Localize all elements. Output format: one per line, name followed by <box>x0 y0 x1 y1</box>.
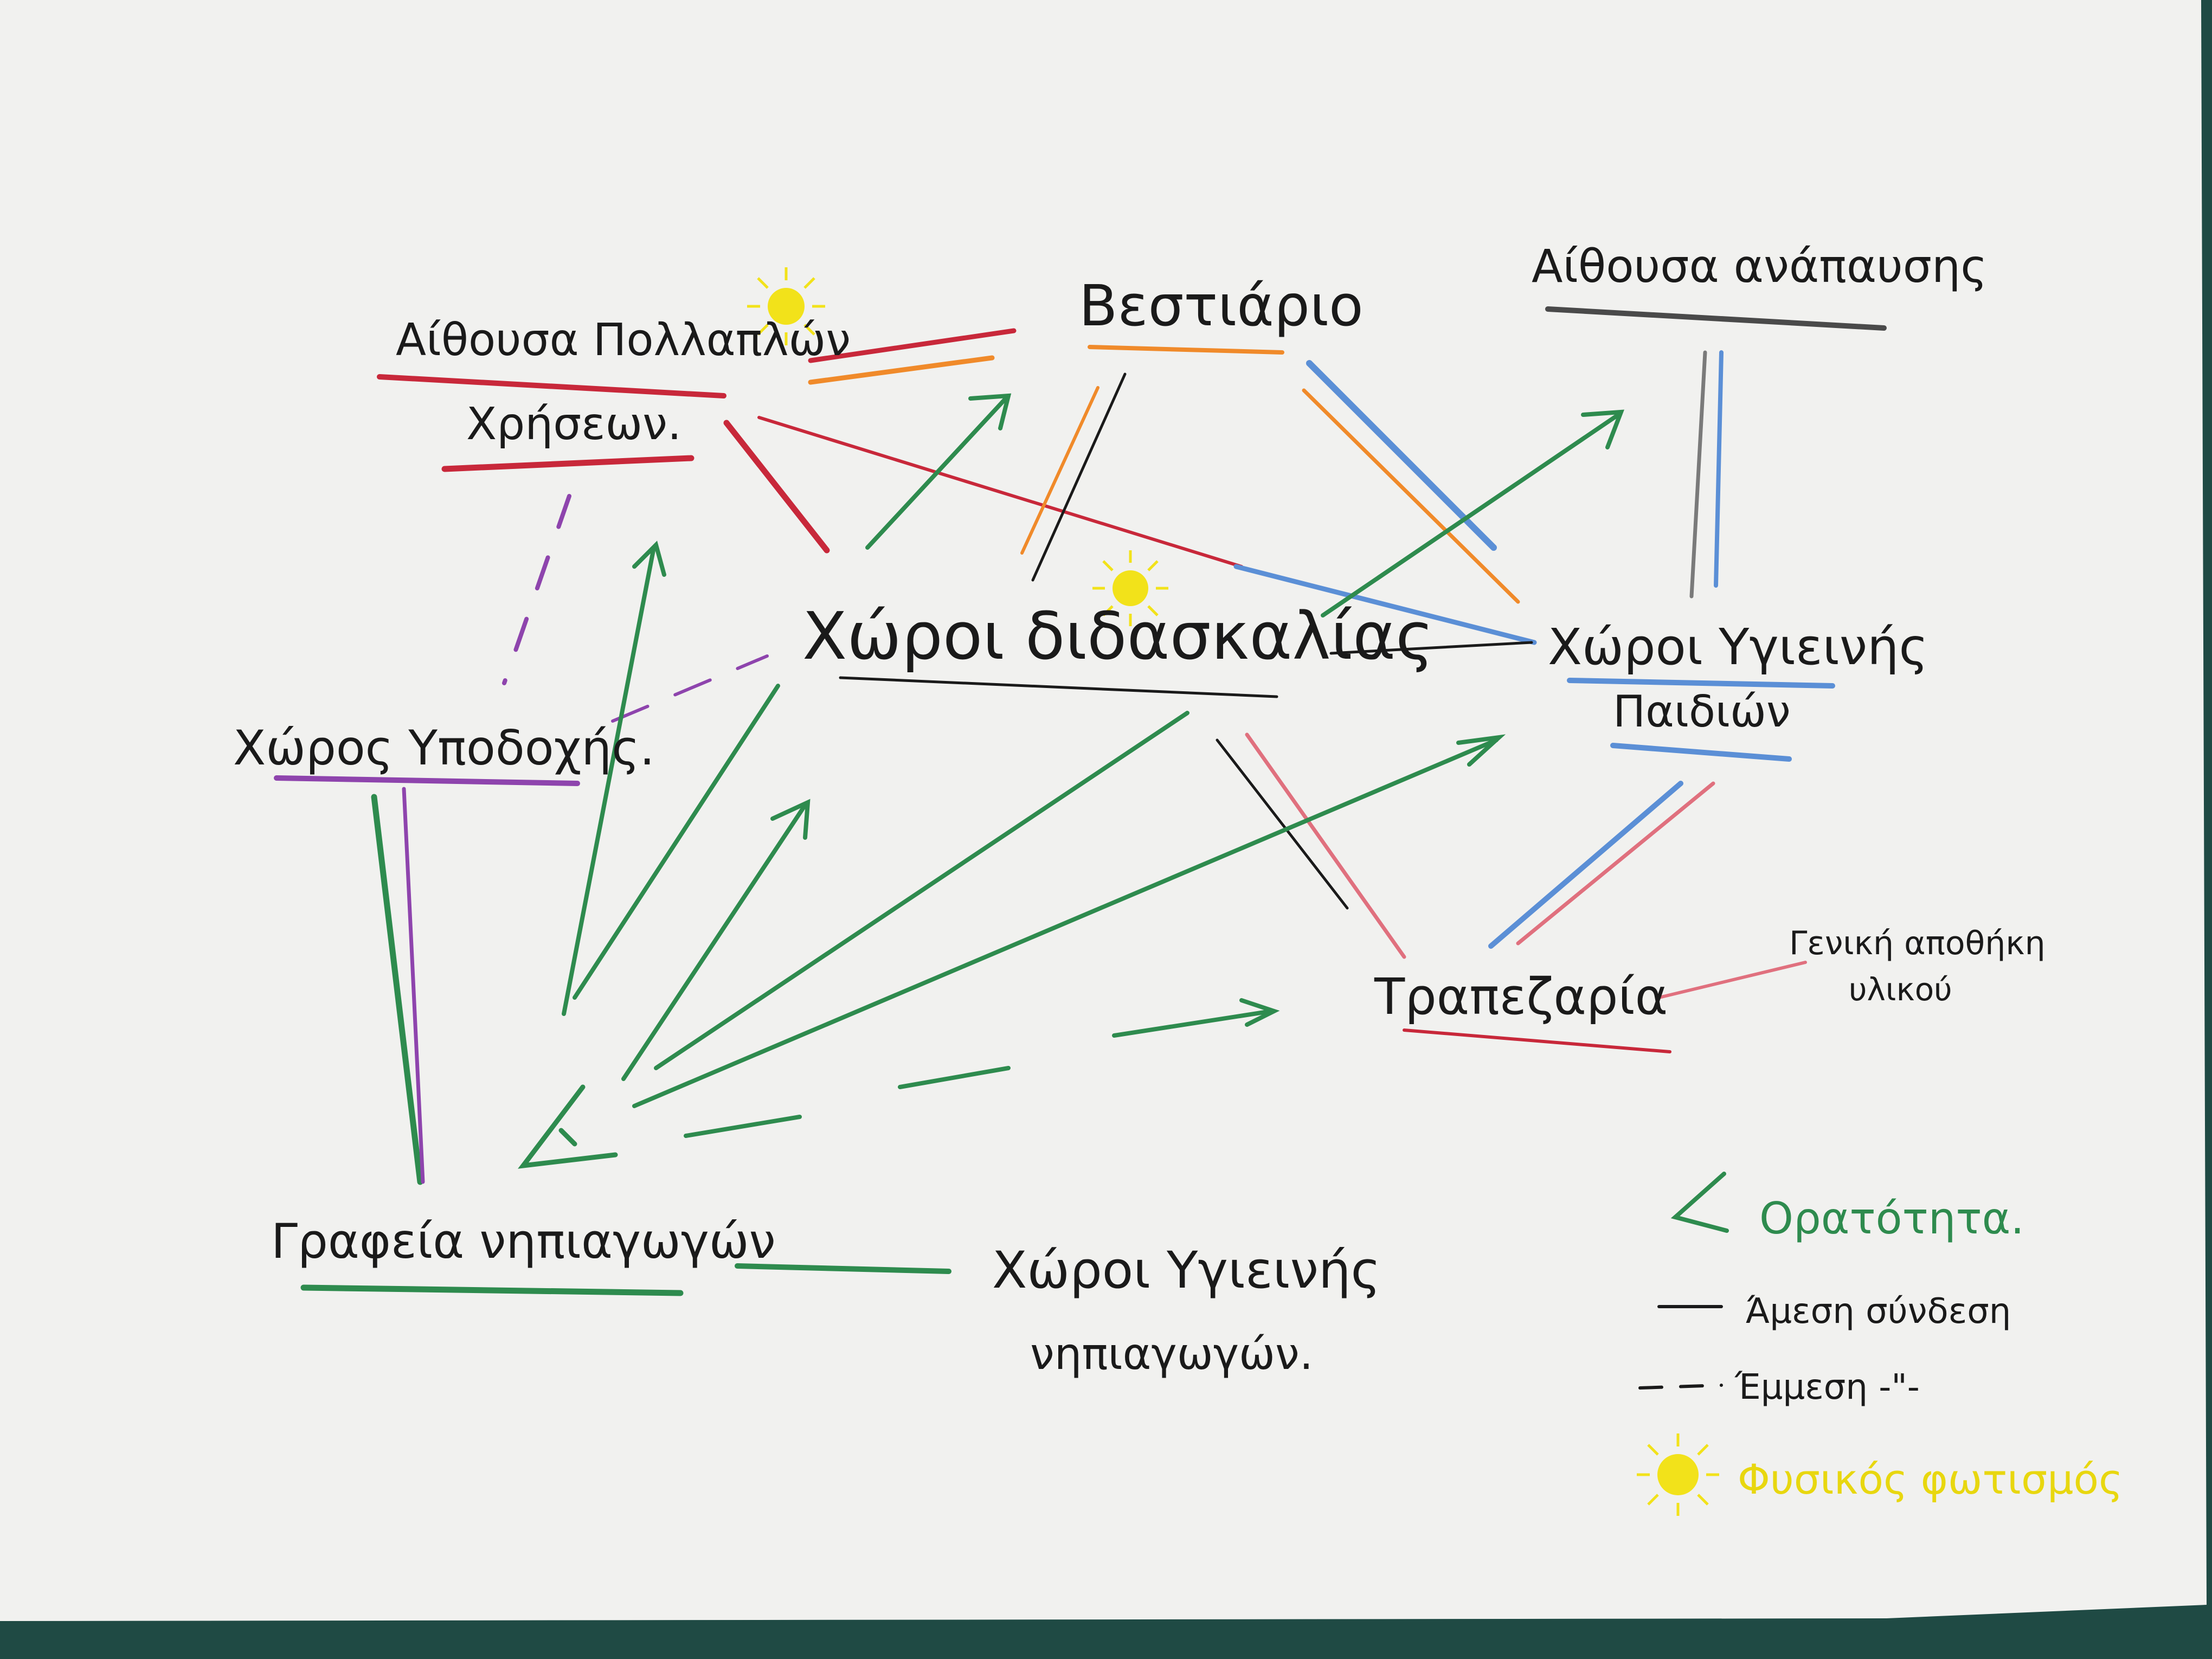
red-line <box>757 416 1243 568</box>
paper-sheet <box>0 0 2207 1621</box>
legend-indirect-label: Έμμεση -"- <box>1734 1367 1920 1407</box>
visibility-arrow <box>1112 1009 1274 1038</box>
node-teaching: Χώροι διδασκαλίας <box>802 599 1434 674</box>
node-reception: Χώρος Υποδοχής. <box>233 720 655 776</box>
orange-line <box>1020 386 1099 555</box>
legend-visibility-label: Ορατότητα. <box>1759 1193 2024 1244</box>
underline-blue <box>1610 743 1792 762</box>
green-line <box>371 794 423 1185</box>
visibility-arrow <box>968 393 1012 430</box>
blue-line <box>1306 360 1497 551</box>
legend-direct-label: Άμεση σύνδεση <box>1746 1291 2011 1332</box>
visibility-arrow <box>573 684 780 1000</box>
sun-icon <box>1637 1433 1719 1516</box>
visibility-arrow <box>1321 413 1621 618</box>
node-multipurpose-line1: Αίθουσα Πολλαπλών <box>396 314 851 366</box>
node-child-hygiene-line1: Χώροι Υγιεινής <box>1548 618 1928 676</box>
sun-icon <box>1092 550 1168 626</box>
underline-red <box>377 374 726 398</box>
orange-line <box>1302 388 1520 604</box>
visibility-arrow <box>684 1115 802 1138</box>
red-line <box>723 420 830 554</box>
legend-indirect-line-sample <box>1638 1384 1723 1390</box>
gray-line <box>1689 350 1707 599</box>
underline-green <box>300 1284 684 1296</box>
purple-dashed-line <box>611 654 769 723</box>
visibility-arrow <box>898 1066 1011 1089</box>
underline-blue <box>1567 678 1835 689</box>
purple-dashed-line <box>502 494 571 685</box>
legend-natural-light-label: Φυσικός φωτισμός <box>1738 1455 2123 1503</box>
underline-black <box>839 676 1278 698</box>
sun-icon <box>747 267 825 345</box>
pink-line <box>1245 732 1406 959</box>
underline-purple <box>274 775 580 786</box>
orange-line <box>808 355 995 385</box>
purple-line <box>402 787 425 1184</box>
visibility-arrow <box>865 396 1008 550</box>
node-dining: Τραπεζαρία <box>1374 968 1668 1026</box>
pink-line <box>1516 781 1715 946</box>
visibility-arrow <box>1456 734 1506 767</box>
blue-line <box>1233 564 1537 645</box>
visibility-arrow <box>770 799 811 840</box>
node-multipurpose-line2: Χρήσεων. <box>466 398 681 450</box>
visibility-arrow <box>621 803 807 1081</box>
eye-icon <box>1670 1172 1729 1233</box>
underlines <box>274 306 1887 1296</box>
eye-icon <box>518 1084 618 1169</box>
visibility-arrow <box>1581 409 1624 449</box>
underline-orange <box>1088 345 1284 355</box>
node-storage-line1: Γενική αποθήκη <box>1789 924 2046 962</box>
underline-gray <box>1545 306 1887 331</box>
underline-red <box>441 455 695 472</box>
blue-line <box>1714 350 1724 588</box>
legend: Ορατότητα. Άμεση σύνδεση Έμμεση -"- Φυσι… <box>1637 1172 2123 1516</box>
visibility-arrow <box>654 711 1189 1070</box>
green-line <box>735 1263 951 1274</box>
visibility-arrow <box>632 541 666 577</box>
visibility-arrow <box>1239 998 1280 1027</box>
node-storage-line2: υλικού <box>1849 971 1952 1008</box>
visibility-arrow <box>632 738 1499 1108</box>
red-line <box>808 328 1017 363</box>
connection-lines <box>371 328 1807 1274</box>
node-teacher-hygiene-line2: νηπιαγωγών. <box>1030 1329 1313 1379</box>
black-line <box>1329 641 1533 655</box>
black-line <box>1216 738 1349 910</box>
node-teacher-offices: Γραφεία νηπιαγωγών <box>271 1213 776 1269</box>
blue-line <box>1488 781 1683 949</box>
black-line <box>1031 372 1127 582</box>
visibility-arrow <box>562 548 655 1016</box>
underline-pink <box>1403 1028 1671 1053</box>
node-rest-room: Αίθουσα ανάπαυσης <box>1532 240 1988 293</box>
node-child-hygiene-line2: Παιδιών <box>1613 686 1791 737</box>
node-teacher-hygiene-line1: Χώροι Υγιεινής <box>992 1241 1381 1300</box>
node-vestiario: Βεστιάριο <box>1079 273 1364 339</box>
pink-line <box>1657 961 1807 999</box>
